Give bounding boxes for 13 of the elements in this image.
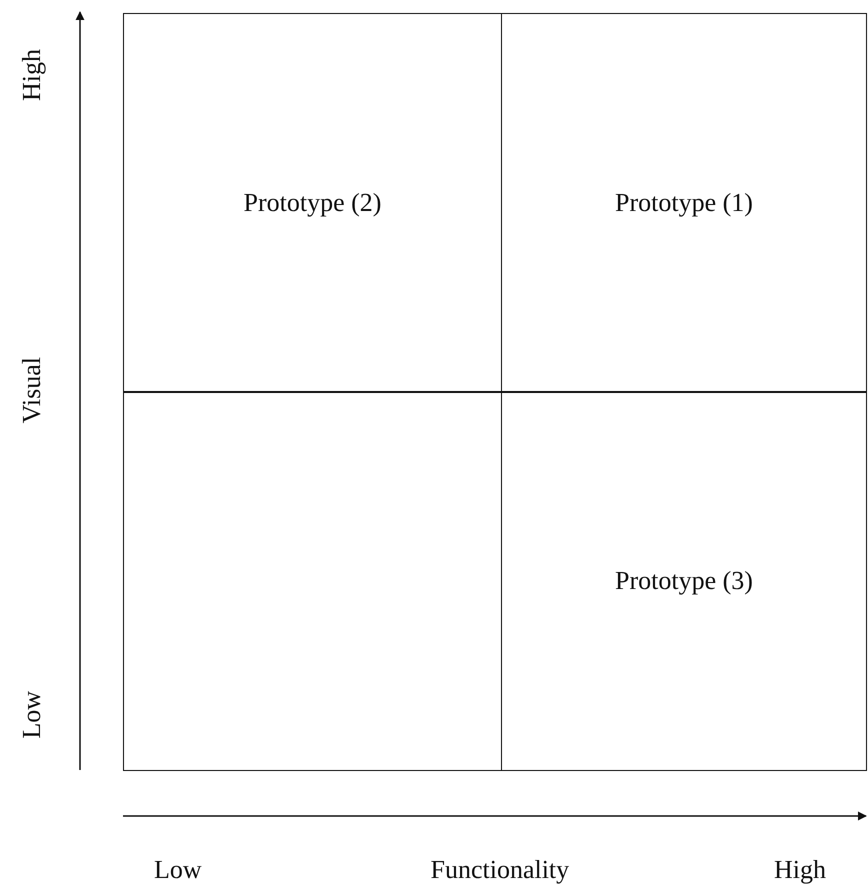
quadrant-box xyxy=(501,391,867,771)
axis-title: Functionality xyxy=(430,855,570,885)
quadrant-box xyxy=(501,13,867,393)
axis-tick-label: High xyxy=(17,49,47,101)
quadrant-box xyxy=(123,13,502,393)
axis-title: Visual xyxy=(17,357,47,424)
quadrant-label: Prototype (2) xyxy=(244,188,382,218)
quadrant-box xyxy=(123,391,502,771)
quadrant-label: Prototype (1) xyxy=(615,188,753,218)
axis-tick-label: High xyxy=(774,855,826,885)
axis-tick-label: Low xyxy=(17,691,47,739)
axis-tick-label: Low xyxy=(154,855,202,885)
quadrant-label: Prototype (3) xyxy=(615,566,753,596)
